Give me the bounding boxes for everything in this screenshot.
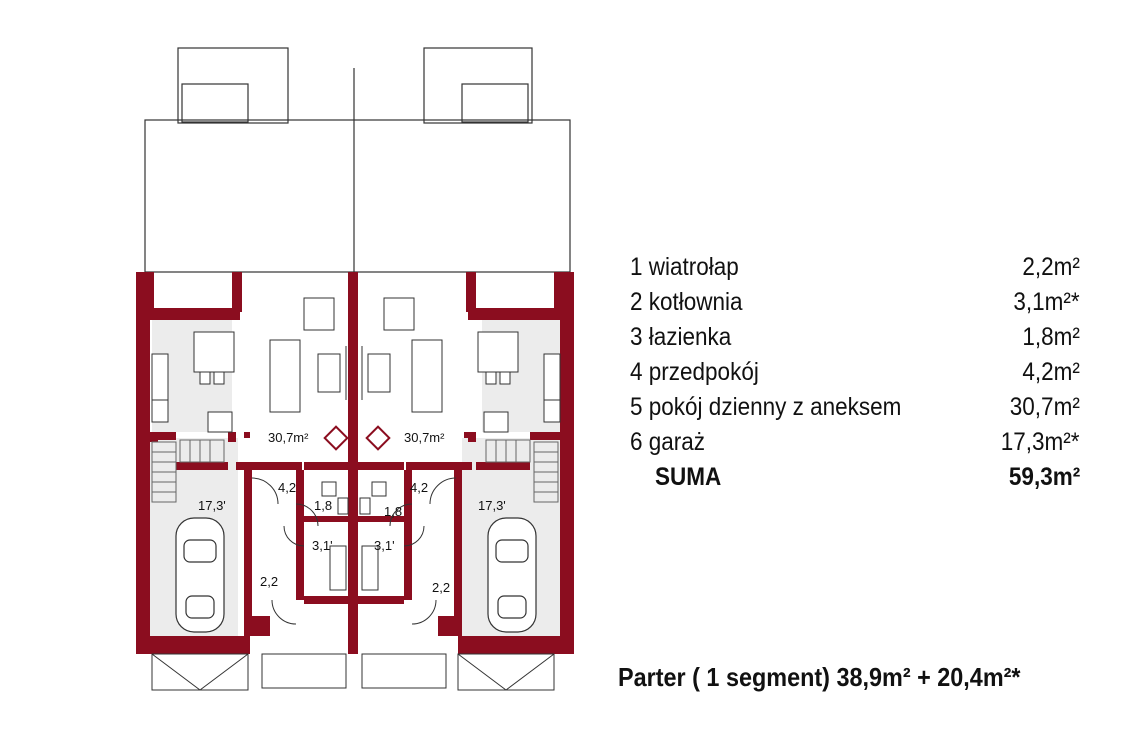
- car-icon: [175, 517, 537, 633]
- label-living-left: 30,7m²: [268, 430, 309, 445]
- furniture: [151, 297, 561, 591]
- column-markers: [244, 432, 470, 438]
- room-area: 30,7m²: [1009, 393, 1080, 421]
- total-label: SUMA: [655, 463, 722, 491]
- label-hall-left: 4,2: [278, 480, 296, 495]
- legend-row: 1 wiatrołap 2,2m²: [630, 250, 1080, 285]
- terrace-outline: [144, 47, 571, 273]
- legend-row: 6 garaż 17,3m²*: [630, 425, 1080, 460]
- door-swings: [251, 477, 457, 625]
- floor-plan: 30,7m² 30,7m² 17,3' 17,3' 4,2 4,2 1,8 1,…: [136, 47, 574, 691]
- label-garage-left: 17,3': [198, 498, 226, 513]
- room-legend: 1 wiatrołap 2,2m² 2 kotłownia 3,1m²* 3 ł…: [630, 250, 1080, 495]
- room-name: 2 kotłownia: [630, 288, 743, 316]
- total-area: 59,3m²: [1008, 463, 1080, 491]
- label-hall-right: 4,2: [410, 480, 428, 495]
- label-boiler-right: 3,1': [374, 538, 395, 553]
- room-area: 3,1m²*: [1013, 288, 1080, 316]
- label-garage-right: 17,3': [478, 498, 506, 513]
- room-name: 4 przedpokój: [630, 358, 759, 386]
- label-vestibule-left: 2,2: [260, 574, 278, 589]
- floor-summary: Parter ( 1 segment) 38,9m² + 20,4m²*: [618, 662, 1021, 692]
- legend-row: 2 kotłownia 3,1m²*: [630, 285, 1080, 320]
- stairs: [151, 439, 559, 503]
- legend-row: 4 przedpokój 4,2m²: [630, 355, 1080, 390]
- label-vestibule-right: 2,2: [432, 580, 450, 595]
- fireplace-icon: [323, 425, 391, 451]
- room-name: 5 pokój dzienny z aneksem: [630, 393, 902, 421]
- label-bath-right: 1,8: [384, 504, 402, 519]
- label-bath-left: 1,8: [314, 498, 332, 513]
- room-name: 3 łazienka: [630, 323, 732, 351]
- room-name: 1 wiatrołap: [630, 253, 739, 281]
- entrance-canopy: [151, 653, 555, 691]
- walls: [136, 272, 574, 654]
- legend-row: 5 pokój dzienny z aneksem 30,7m²: [630, 390, 1080, 425]
- room-area: 4,2m²: [1022, 358, 1080, 386]
- label-boiler-left: 3,1': [312, 538, 333, 553]
- room-area: 1,8m²: [1022, 323, 1080, 351]
- room-area: 17,3m²*: [1001, 428, 1080, 456]
- room-name: 6 garaż: [630, 428, 706, 456]
- label-living-right: 30,7m²: [404, 430, 445, 445]
- legend-row: 3 łazienka 1,8m²: [630, 320, 1080, 355]
- room-area: 2,2m²: [1022, 253, 1080, 281]
- legend-total-row: SUMA 59,3m²: [630, 460, 1080, 495]
